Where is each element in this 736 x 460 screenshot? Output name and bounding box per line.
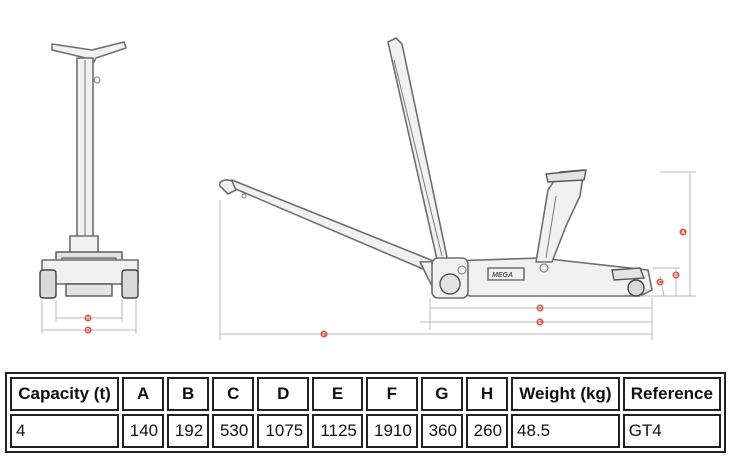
cell-a: 140	[122, 414, 165, 448]
dimension-marker-label: C	[658, 280, 662, 286]
jack-technical-drawing: HD MEGA	[39, 37, 696, 340]
cell-h: 260	[465, 414, 509, 448]
cell-c: 530	[212, 414, 255, 448]
cell-weight: 48.5	[511, 414, 620, 448]
dimension-marker-label: H	[86, 316, 90, 322]
header-reference: Reference	[622, 377, 721, 411]
cell-b: 192	[167, 414, 210, 448]
header-capacity: Capacity (t)	[10, 377, 120, 411]
specification-table: Capacity (t) A B C D E F G H Weight (kg)…	[5, 372, 726, 453]
table-row: 4 140 192 530 1075 1125 1910 360 260 48.…	[10, 414, 721, 448]
header-a: A	[122, 377, 165, 411]
dimension-marker-label: A	[681, 230, 685, 236]
dimension-marker-label: D	[538, 306, 542, 312]
header-d: D	[257, 377, 310, 411]
side-view: MEGA A B C D E F	[218, 37, 696, 340]
dimension-marker-label: E	[538, 320, 542, 326]
dimension-marker-label: B	[674, 273, 678, 279]
table-header-row: Capacity (t) A B C D E F G H Weight (kg)…	[10, 377, 721, 411]
front-view: HD	[39, 41, 139, 334]
header-c: C	[212, 377, 255, 411]
header-f: F	[365, 377, 418, 411]
cell-f: 1910	[365, 414, 418, 448]
cell-reference: GT4	[622, 414, 721, 448]
header-e: E	[312, 377, 363, 411]
cell-g: 360	[420, 414, 463, 448]
header-b: B	[167, 377, 210, 411]
header-weight: Weight (kg)	[511, 377, 620, 411]
cell-e: 1125	[312, 414, 363, 448]
dimension-marker-label: D	[86, 328, 90, 334]
dimension-marker-label: F	[322, 332, 325, 338]
brand-label: MEGA	[492, 272, 513, 279]
cell-capacity: 4	[10, 414, 120, 448]
header-h: H	[465, 377, 509, 411]
header-g: G	[420, 377, 463, 411]
cell-d: 1075	[257, 414, 310, 448]
